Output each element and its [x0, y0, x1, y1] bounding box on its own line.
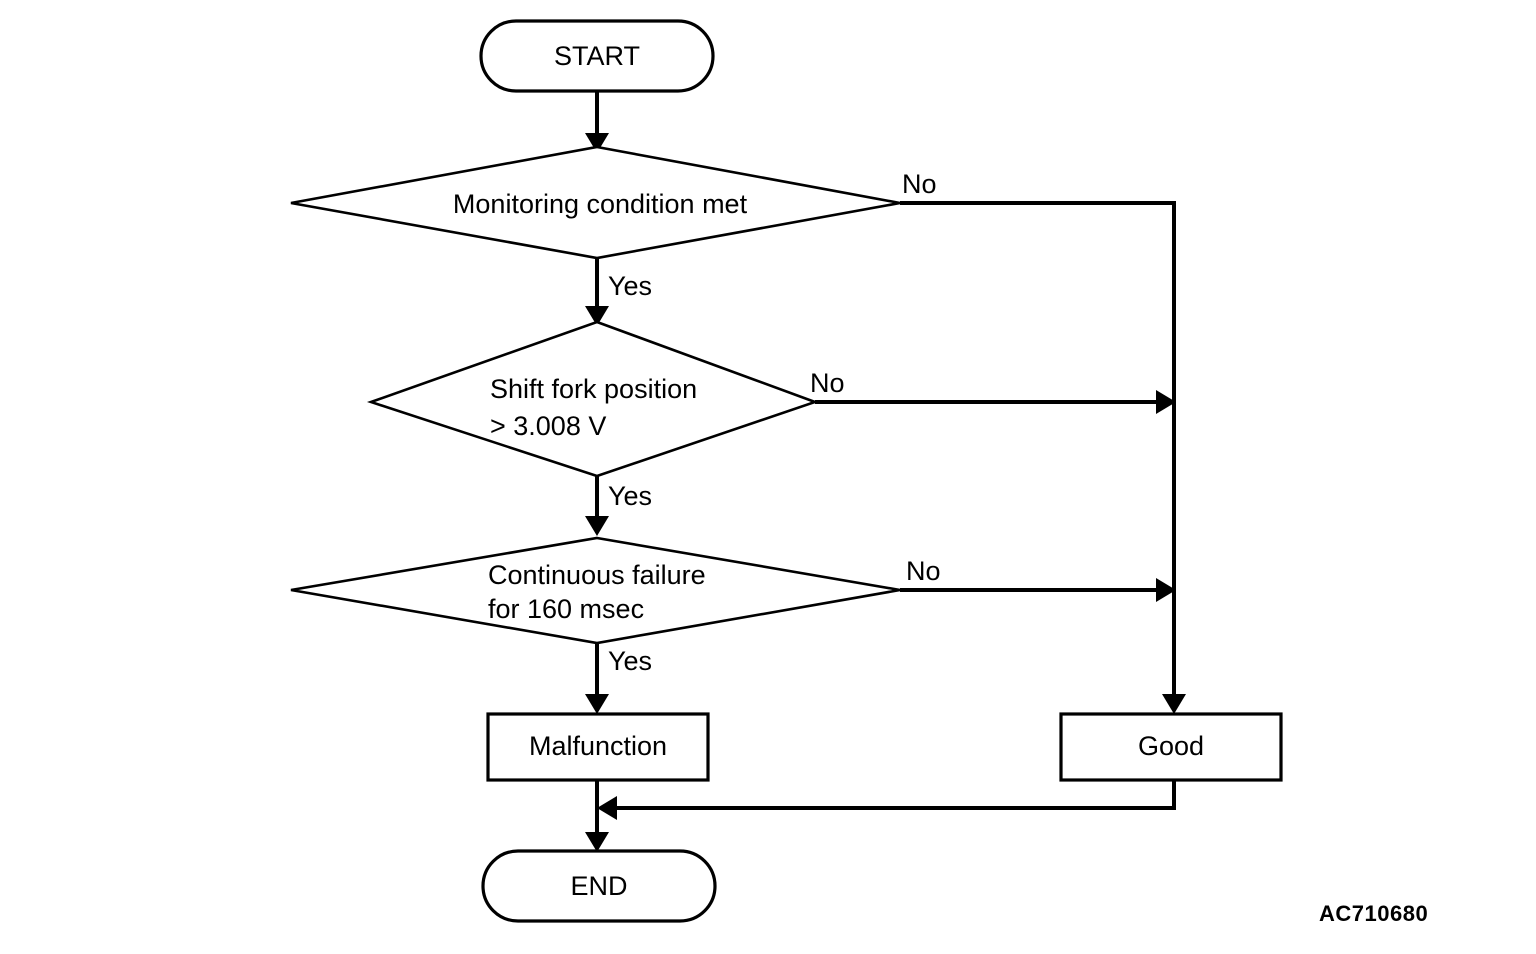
node-start — [479, 19, 715, 93]
branch-label-cond2-yes: Yes — [608, 481, 652, 511]
node-cond2-label-line1: Shift fork position — [490, 374, 697, 404]
node-good — [1059, 712, 1283, 782]
node-cond3 — [290, 536, 901, 645]
branch-label-cond3-no: No — [906, 556, 941, 586]
arrowhead-cond2-no — [1156, 390, 1176, 414]
connector-good-to-merge — [615, 780, 1176, 810]
branch-label-cond1-yes: Yes — [608, 271, 652, 301]
arrowhead-cond2-yes — [585, 516, 609, 536]
arrowhead-cond3-no — [1156, 578, 1176, 602]
node-end — [481, 849, 717, 923]
node-cond2-label-line2: > 3.008 V — [490, 411, 606, 441]
arrowhead-cond3-yes — [585, 694, 609, 714]
reference-code: AC710680 — [1319, 901, 1428, 926]
node-malfunction — [486, 712, 710, 782]
arrowhead-to-end — [585, 832, 609, 852]
node-cond3-label-line2: for 160 msec — [488, 594, 644, 624]
connector-cond1-no — [900, 201, 1176, 697]
node-end-label: END — [570, 871, 627, 901]
branch-label-cond1-no: No — [902, 169, 937, 199]
arrowhead-merge-left — [597, 796, 617, 820]
node-cond1-label: Monitoring condition met — [453, 189, 748, 219]
arrowhead-cond1-yes — [585, 306, 609, 326]
node-cond3-label-line1: Continuous failure — [488, 560, 706, 590]
node-cond2 — [366, 320, 819, 478]
node-good-label: Good — [1138, 731, 1204, 761]
branch-label-cond3-yes: Yes — [608, 646, 652, 676]
node-start-label: START — [554, 41, 640, 71]
arrowhead-right-rail-to-good — [1162, 694, 1186, 714]
branch-label-cond2-no: No — [810, 368, 845, 398]
arrowhead-start-to-cond1 — [585, 133, 609, 153]
node-cond1 — [290, 145, 901, 260]
node-malfunction-label: Malfunction — [529, 731, 667, 761]
